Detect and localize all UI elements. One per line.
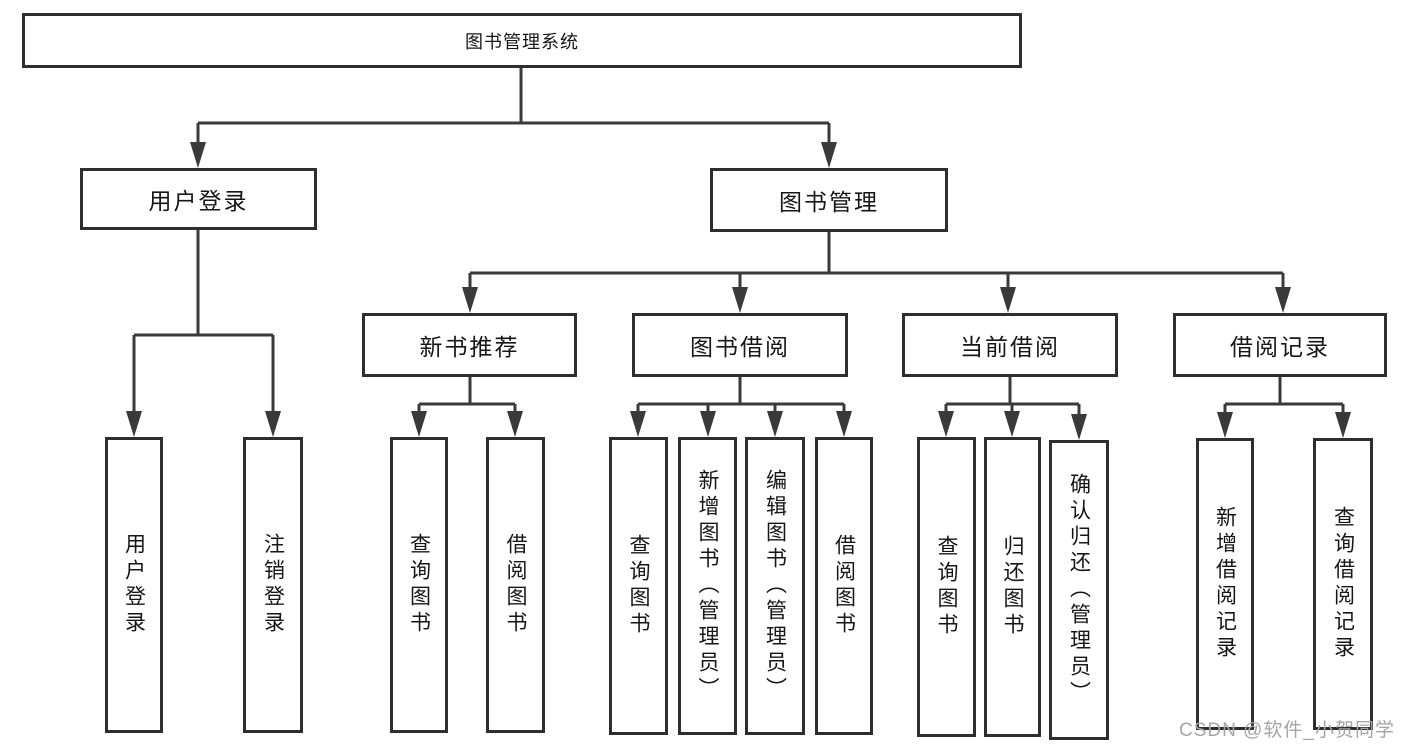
leaf-logout: 注销登录 <box>243 437 303 733</box>
leaf-add-borrow-record: 新增借阅记录 <box>1196 438 1254 730</box>
leaf-edit-books-admin: 编辑图书（管理员） <box>745 437 805 735</box>
leaf-add-books-admin: 新增图书（管理员） <box>678 437 737 735</box>
node-user-login: 用户登录 <box>80 168 317 230</box>
node-current-borrowing: 当前借阅 <box>902 313 1118 377</box>
arrowheads <box>126 142 1351 440</box>
leaf-query-borrow-record: 查询借阅记录 <box>1313 438 1373 730</box>
leaf-borrow-books-borrowing: 借阅图书 <box>815 437 873 735</box>
node-borrowing-records: 借阅记录 <box>1173 313 1387 377</box>
node-book-management: 图书管理 <box>710 168 948 232</box>
leaf-query-books-borrowing: 查询图书 <box>609 437 668 735</box>
leaf-borrow-books-recommend: 借阅图书 <box>486 437 545 733</box>
leaf-query-books-recommend: 查询图书 <box>390 437 448 733</box>
leaf-confirm-return-admin: 确认归还（管理员） <box>1049 440 1109 740</box>
node-library-management-system: 图书管理系统 <box>22 13 1022 68</box>
leaf-user-login: 用户登录 <box>105 437 163 733</box>
node-new-book-recommend: 新书推荐 <box>362 313 577 377</box>
leaf-query-books-current: 查询图书 <box>917 437 976 737</box>
leaf-return-books: 归还图书 <box>984 437 1041 737</box>
node-book-borrowing: 图书借阅 <box>632 313 848 377</box>
